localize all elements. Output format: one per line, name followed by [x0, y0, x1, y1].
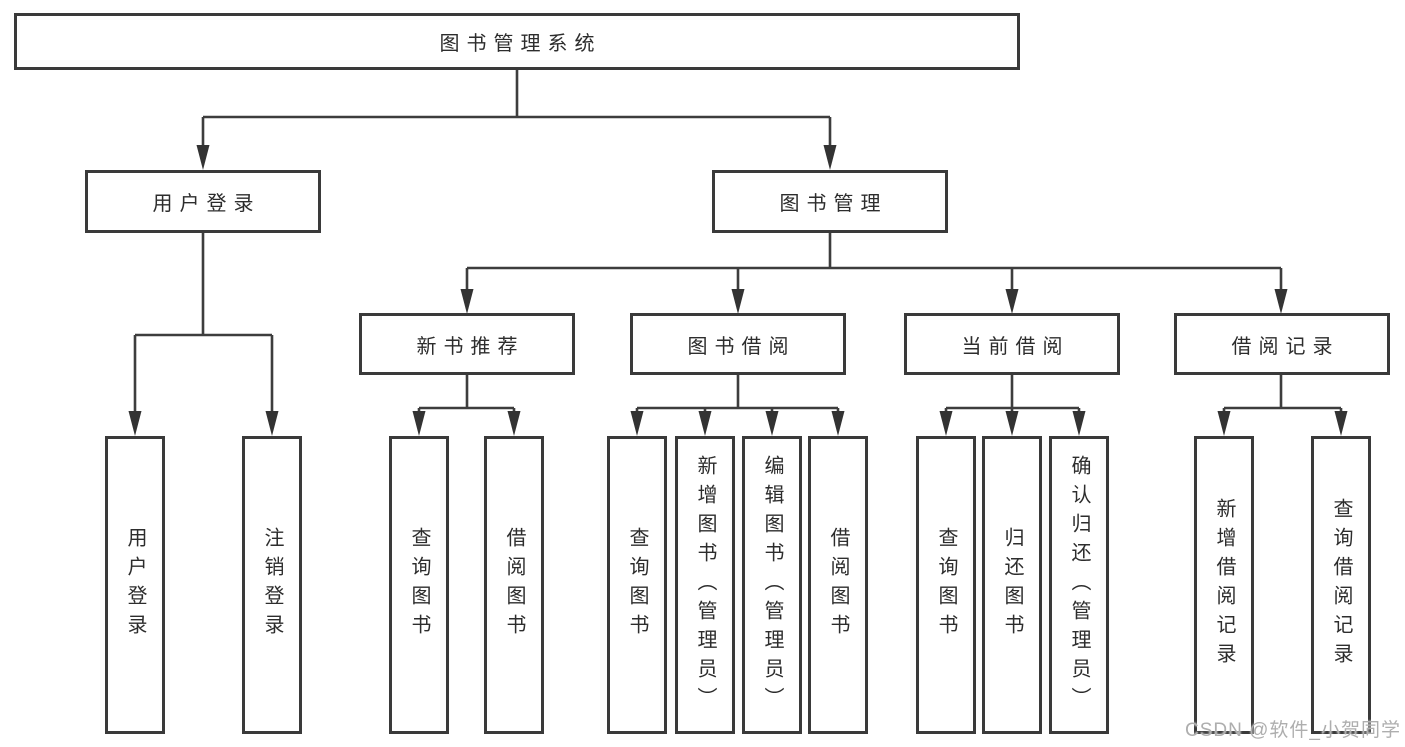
node-label: 查询图书	[626, 527, 648, 643]
node-label: 新增借阅记录	[1213, 498, 1235, 672]
node-label: 图书借阅	[687, 335, 796, 358]
node-book-management: 图书管理	[712, 170, 948, 233]
node-borrowing-records: 借阅记录	[1174, 313, 1390, 375]
leaf-query-books-recommend: 查询图书	[389, 436, 449, 734]
node-label: 编辑图书（管理员）	[761, 454, 783, 716]
node-current-borrowing: 当前借阅	[904, 313, 1120, 375]
leaf-return-books: 归还图书	[982, 436, 1042, 734]
node-label: 归还图书	[1001, 527, 1023, 643]
leaf-query-books-current: 查询图书	[916, 436, 976, 734]
csdn-watermark: CSDN @软件_小贺同学	[1185, 720, 1401, 741]
leaf-borrow-books-recommend: 借阅图书	[484, 436, 544, 734]
node-label: 查询图书	[935, 527, 957, 643]
leaf-add-borrow-record: 新增借阅记录	[1194, 436, 1254, 734]
leaf-query-books-borrowing: 查询图书	[607, 436, 667, 734]
node-label: 借阅记录	[1231, 335, 1340, 358]
node-library-management-system: 图书管理系统	[14, 13, 1020, 70]
node-label: 新增图书（管理员）	[694, 454, 716, 716]
node-label: 确认归还（管理员）	[1068, 454, 1090, 716]
node-label: 新书推荐	[416, 335, 525, 358]
node-label: 查询借阅记录	[1330, 498, 1352, 672]
leaf-edit-books-admin: 编辑图书（管理员）	[742, 436, 802, 734]
node-label: 图书管理系统	[439, 33, 602, 55]
leaf-confirm-return-admin: 确认归还（管理员）	[1049, 436, 1109, 734]
leaf-add-books-admin: 新增图书（管理员）	[675, 436, 735, 734]
leaf-user-login: 用户登录	[105, 436, 165, 734]
node-user-login: 用户登录	[85, 170, 321, 233]
node-label: 用户登录	[152, 193, 261, 215]
node-label: 查询图书	[408, 527, 430, 643]
node-label: 图书管理	[779, 193, 888, 215]
node-label: 用户登录	[124, 527, 146, 643]
node-label: 当前借阅	[961, 335, 1070, 358]
node-label: 注销登录	[261, 527, 283, 643]
node-book-borrowing: 图书借阅	[630, 313, 846, 375]
leaf-query-borrow-record: 查询借阅记录	[1311, 436, 1371, 734]
leaf-borrow-books-borrowing: 借阅图书	[808, 436, 868, 734]
node-label: 借阅图书	[827, 527, 849, 643]
leaf-logout-login: 注销登录	[242, 436, 302, 734]
node-new-book-recommendation: 新书推荐	[359, 313, 575, 375]
node-label: 借阅图书	[503, 527, 525, 643]
